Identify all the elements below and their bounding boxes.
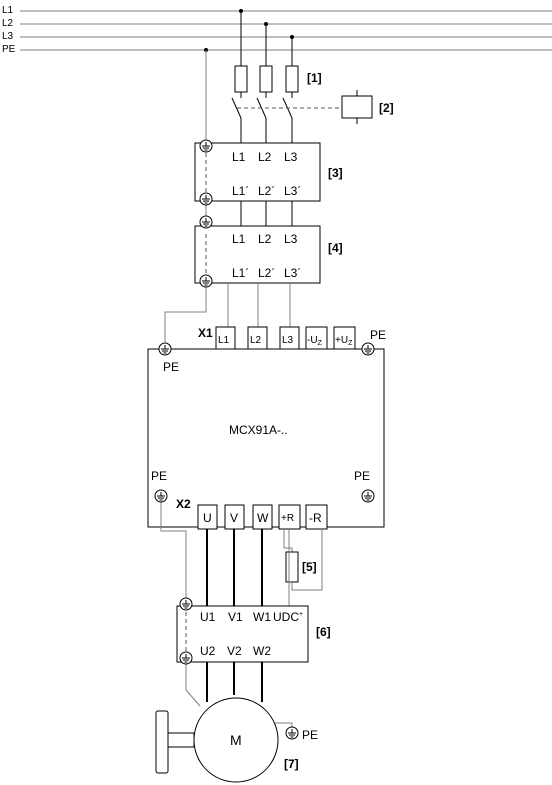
ground-terminal-icon xyxy=(199,192,213,206)
block-4: L1 L2 L3 L1´ L2´ L3´ [4] xyxy=(194,225,343,284)
x1-terminal-l1 xyxy=(215,326,236,350)
pe-top-right-label: PE xyxy=(370,328,386,342)
fuse-l2 xyxy=(259,65,273,93)
block3-in-l2: L2 xyxy=(258,150,272,164)
ref-block4: [4] xyxy=(328,241,343,255)
ground-terminal-icon xyxy=(199,215,213,229)
ground-terminal-icon xyxy=(285,726,299,740)
block6-u1: U1 xyxy=(200,610,216,624)
block4-out-l1: L1´ xyxy=(232,266,249,280)
ref-contactor: [2] xyxy=(379,101,394,115)
x2-v-text: V xyxy=(230,511,238,525)
bus-label-l3: L3 xyxy=(2,31,14,42)
ref-resistor: [5] xyxy=(302,560,317,574)
fuse-l3 xyxy=(285,65,299,93)
block4-out-l3: L3´ xyxy=(284,266,301,280)
x2-plus-r-text: +R xyxy=(281,513,294,524)
block4-out-l2: L2´ xyxy=(258,266,275,280)
block6-w1: W1 xyxy=(253,610,271,624)
motor-label: M xyxy=(230,732,242,748)
ground-terminal-icon xyxy=(199,139,213,153)
contactor-coil xyxy=(341,95,373,119)
x1-plus-u-text: +UZ xyxy=(335,335,353,347)
contact-l1 xyxy=(231,97,242,119)
inverter-name: MCX91A-.. xyxy=(229,423,288,437)
block3-in-l1: L1 xyxy=(232,150,246,164)
ground-terminal-icon xyxy=(199,274,213,288)
contactor: [2] xyxy=(231,90,394,124)
block6-udc: UDC+ xyxy=(273,610,303,624)
fuses: [1] xyxy=(234,65,322,93)
ground-terminal-icon xyxy=(154,489,168,503)
braking-resistor: [5] xyxy=(283,529,323,591)
block3-out-l3: L3´ xyxy=(284,184,301,198)
motor-shaft xyxy=(167,732,195,748)
block3-out-l1: L1´ xyxy=(232,184,249,198)
x2-u-text: U xyxy=(203,511,212,525)
bus-label-pe: PE xyxy=(2,44,16,55)
motor-pe-label: PE xyxy=(302,728,318,742)
supply-bus: L1 L2 L3 PE xyxy=(2,5,552,55)
x2-minus-r-text: -R xyxy=(309,511,322,525)
ground-terminal-icon xyxy=(361,342,375,356)
bus-label-l1: L1 xyxy=(2,5,14,16)
ground-terminal-icon xyxy=(158,342,172,356)
motor: M PE [7] xyxy=(155,697,318,783)
block4-in-l1: L1 xyxy=(232,232,246,246)
block6-v1: V1 xyxy=(228,610,243,624)
x1-terminal-minus-u xyxy=(305,326,328,350)
ref-block6: [6] xyxy=(316,625,331,639)
block-3: L1 L2 L3 L1´ L2´ L3´ [3] xyxy=(194,142,343,202)
ref-block3: [3] xyxy=(328,166,343,180)
block3-out-l2: L2´ xyxy=(258,184,275,198)
pe-mid-right-label: PE xyxy=(354,469,370,483)
motor-flywheel xyxy=(155,710,169,774)
x1-terminal-plus-u xyxy=(333,326,356,350)
x1-minus-u-text: -UZ xyxy=(307,335,323,347)
inverter-unit: MCX91A-.. X1 L1 L2 L3 -UZ +UZ PE PE PE P… xyxy=(147,326,386,530)
pe-top-left-label: PE xyxy=(163,360,179,374)
ref-motor: [7] xyxy=(284,757,299,771)
x2-w-text: W xyxy=(257,511,269,525)
ref-fuses: [1] xyxy=(307,71,322,85)
fuse-l1 xyxy=(234,65,248,93)
bus-label-l2: L2 xyxy=(2,18,14,29)
resistor-body xyxy=(285,551,299,583)
block3-in-l3: L3 xyxy=(284,150,298,164)
x1-terminal-l2 xyxy=(247,326,268,350)
block6-u2: U2 xyxy=(200,644,216,658)
pe-mid-left-label: PE xyxy=(151,469,167,483)
ground-terminal-icon xyxy=(179,597,193,611)
x1-terminal-l3 xyxy=(279,326,300,350)
ground-terminal-icon xyxy=(361,489,375,503)
x1-l3-text: L3 xyxy=(282,335,294,346)
x1-l1-text: L1 xyxy=(218,335,230,346)
motor-body xyxy=(193,697,279,783)
block4-in-l3: L3 xyxy=(284,232,298,246)
block-6: U1 V1 W1 UDC+ U2 V2 W2 [6] xyxy=(176,605,331,663)
x1-l2-text: L2 xyxy=(250,335,262,346)
ground-symbols xyxy=(154,139,375,740)
x1-label: X1 xyxy=(198,326,213,340)
block6-w2: W2 xyxy=(253,644,271,658)
block4-in-l2: L2 xyxy=(258,232,272,246)
inverter-body xyxy=(147,348,385,528)
ground-terminal-icon xyxy=(179,651,193,665)
x2-terminal-minus-r xyxy=(305,504,328,530)
x2-label: X2 xyxy=(176,497,191,511)
block6-v2: V2 xyxy=(227,644,242,658)
